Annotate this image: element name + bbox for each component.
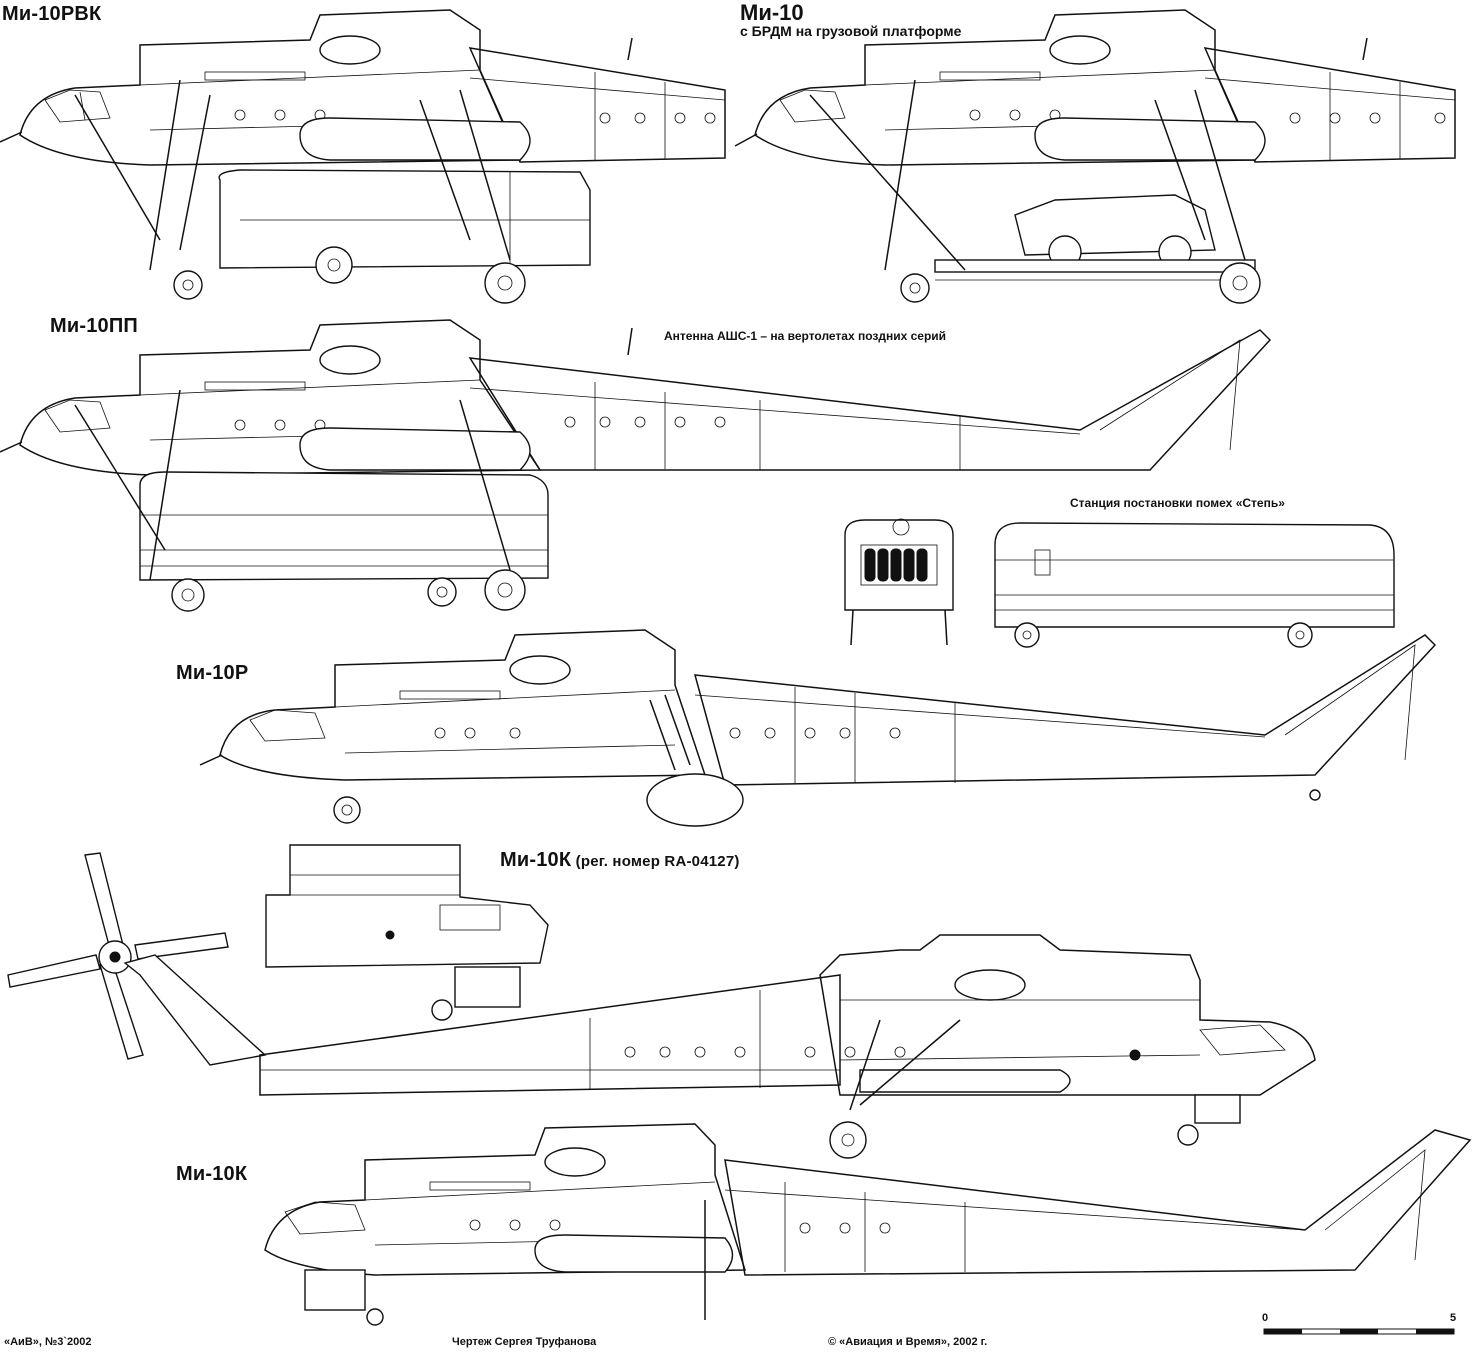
jammer-station-side-view <box>994 522 1395 648</box>
jammer-station-front-view <box>844 518 954 646</box>
label-mi10-sub: с БРДМ на грузовой платформе <box>740 23 962 39</box>
label-mi10k-reg: Ми-10К (рег. номер RA-04127) <box>500 849 740 871</box>
mi10r-drawing <box>199 629 1437 827</box>
mi10pp-drawing <box>0 319 1272 612</box>
label-mi10: Ми-10 <box>740 0 804 25</box>
mi10-brdm-drawing <box>734 9 1456 304</box>
scale-label-start: 0 <box>1262 1312 1269 1324</box>
mi10k-drawing <box>264 1123 1472 1326</box>
label-mi10r: Ми-10Р <box>176 662 249 684</box>
credit-copyright: © «Авиация и Время», 2002 г. <box>828 1336 988 1348</box>
label-mi10pp: Ми-10ПП <box>50 315 139 337</box>
mi10k-reg-drawing <box>259 934 1316 1159</box>
mi10rvk-drawing <box>0 9 726 304</box>
credit-drawing: Чертеж Сергея Труфанова <box>452 1336 597 1348</box>
credit-issue: «АиВ», №3`2002 <box>4 1336 92 1348</box>
scale-label-end: 5 <box>1450 1312 1457 1324</box>
scale-bar <box>1263 1328 1455 1335</box>
label-jammer-station: Станция постановки помех «Степь» <box>1070 496 1285 510</box>
label-antenna-note: Антенна АШС-1 – на вертолетах поздних се… <box>664 329 947 343</box>
label-mi10rvk: Ми-10РВК <box>2 3 102 25</box>
mi10k-rotor-and-rear-view <box>7 844 549 1066</box>
label-mi10k: Ми-10К <box>176 1163 248 1185</box>
